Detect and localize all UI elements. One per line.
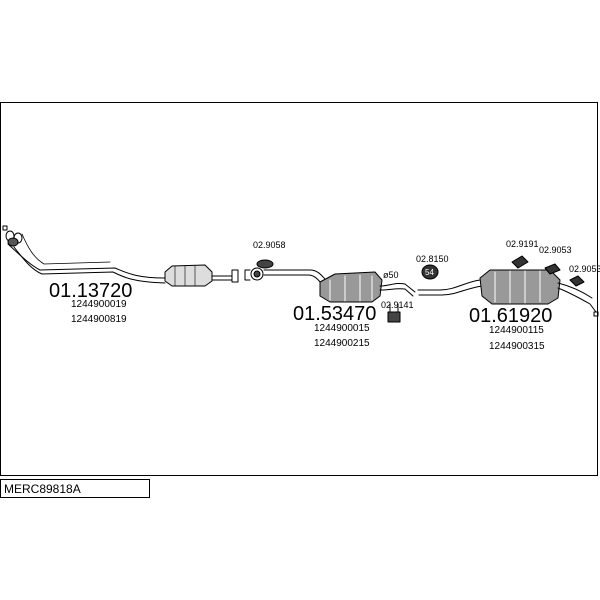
clamp-9141 <box>387 303 401 323</box>
diagram-frame <box>0 102 598 476</box>
tail-end <box>593 311 599 317</box>
accessory-label-9053-a: 02.9053 <box>539 245 572 255</box>
catalytic-converter <box>164 264 239 287</box>
front-pipe-upper <box>7 243 166 279</box>
middle-silencer <box>319 271 416 303</box>
middle-pipe-lower <box>263 274 323 285</box>
oem-number-front-1: 1244900019 <box>71 299 127 310</box>
part-number-middle: 01.53470 <box>293 303 377 325</box>
oem-number-middle-1: 1244900015 <box>314 323 370 334</box>
accessory-label-9053-b: 02.9053 <box>569 264 600 274</box>
rubber-hanger-9053-a <box>544 263 561 275</box>
diagram-code-box: MERC89818A <box>0 479 150 498</box>
diameter-label: ø50 <box>383 270 399 280</box>
accessory-label-9058: 02.9058 <box>253 240 286 250</box>
rubber-hanger-9058 <box>244 259 274 281</box>
front-flange-left <box>2 225 23 247</box>
accessory-label-8150: 02.8150 <box>416 254 449 264</box>
rubber-hanger-9191 <box>511 255 529 269</box>
rubber-hanger-9053-b <box>569 275 585 287</box>
clamp-size-label: 54 <box>425 268 434 277</box>
oem-number-rear-2: 1244900315 <box>489 341 545 352</box>
middle-pipe-upper <box>263 269 327 281</box>
rear-pipe-upper <box>417 279 481 291</box>
rear-silencer <box>479 269 597 313</box>
oem-number-middle-2: 1244900215 <box>314 338 370 349</box>
diagram-code: MERC89818A <box>4 482 81 496</box>
rear-pipe-lower <box>418 285 483 296</box>
front-pipe-inner <box>21 233 111 265</box>
accessory-label-9191: 02.9191 <box>506 239 539 249</box>
clamp-8150 <box>421 264 439 280</box>
front-pipe-lower <box>13 246 166 284</box>
oem-number-front-2: 1244900819 <box>71 314 127 325</box>
part-number-front: 01.13720 <box>49 280 133 302</box>
accessory-label-9141: 02.9141 <box>381 300 414 310</box>
part-number-rear: 01.61920 <box>469 305 553 327</box>
oem-number-rear-1: 1244900115 <box>489 325 544 336</box>
